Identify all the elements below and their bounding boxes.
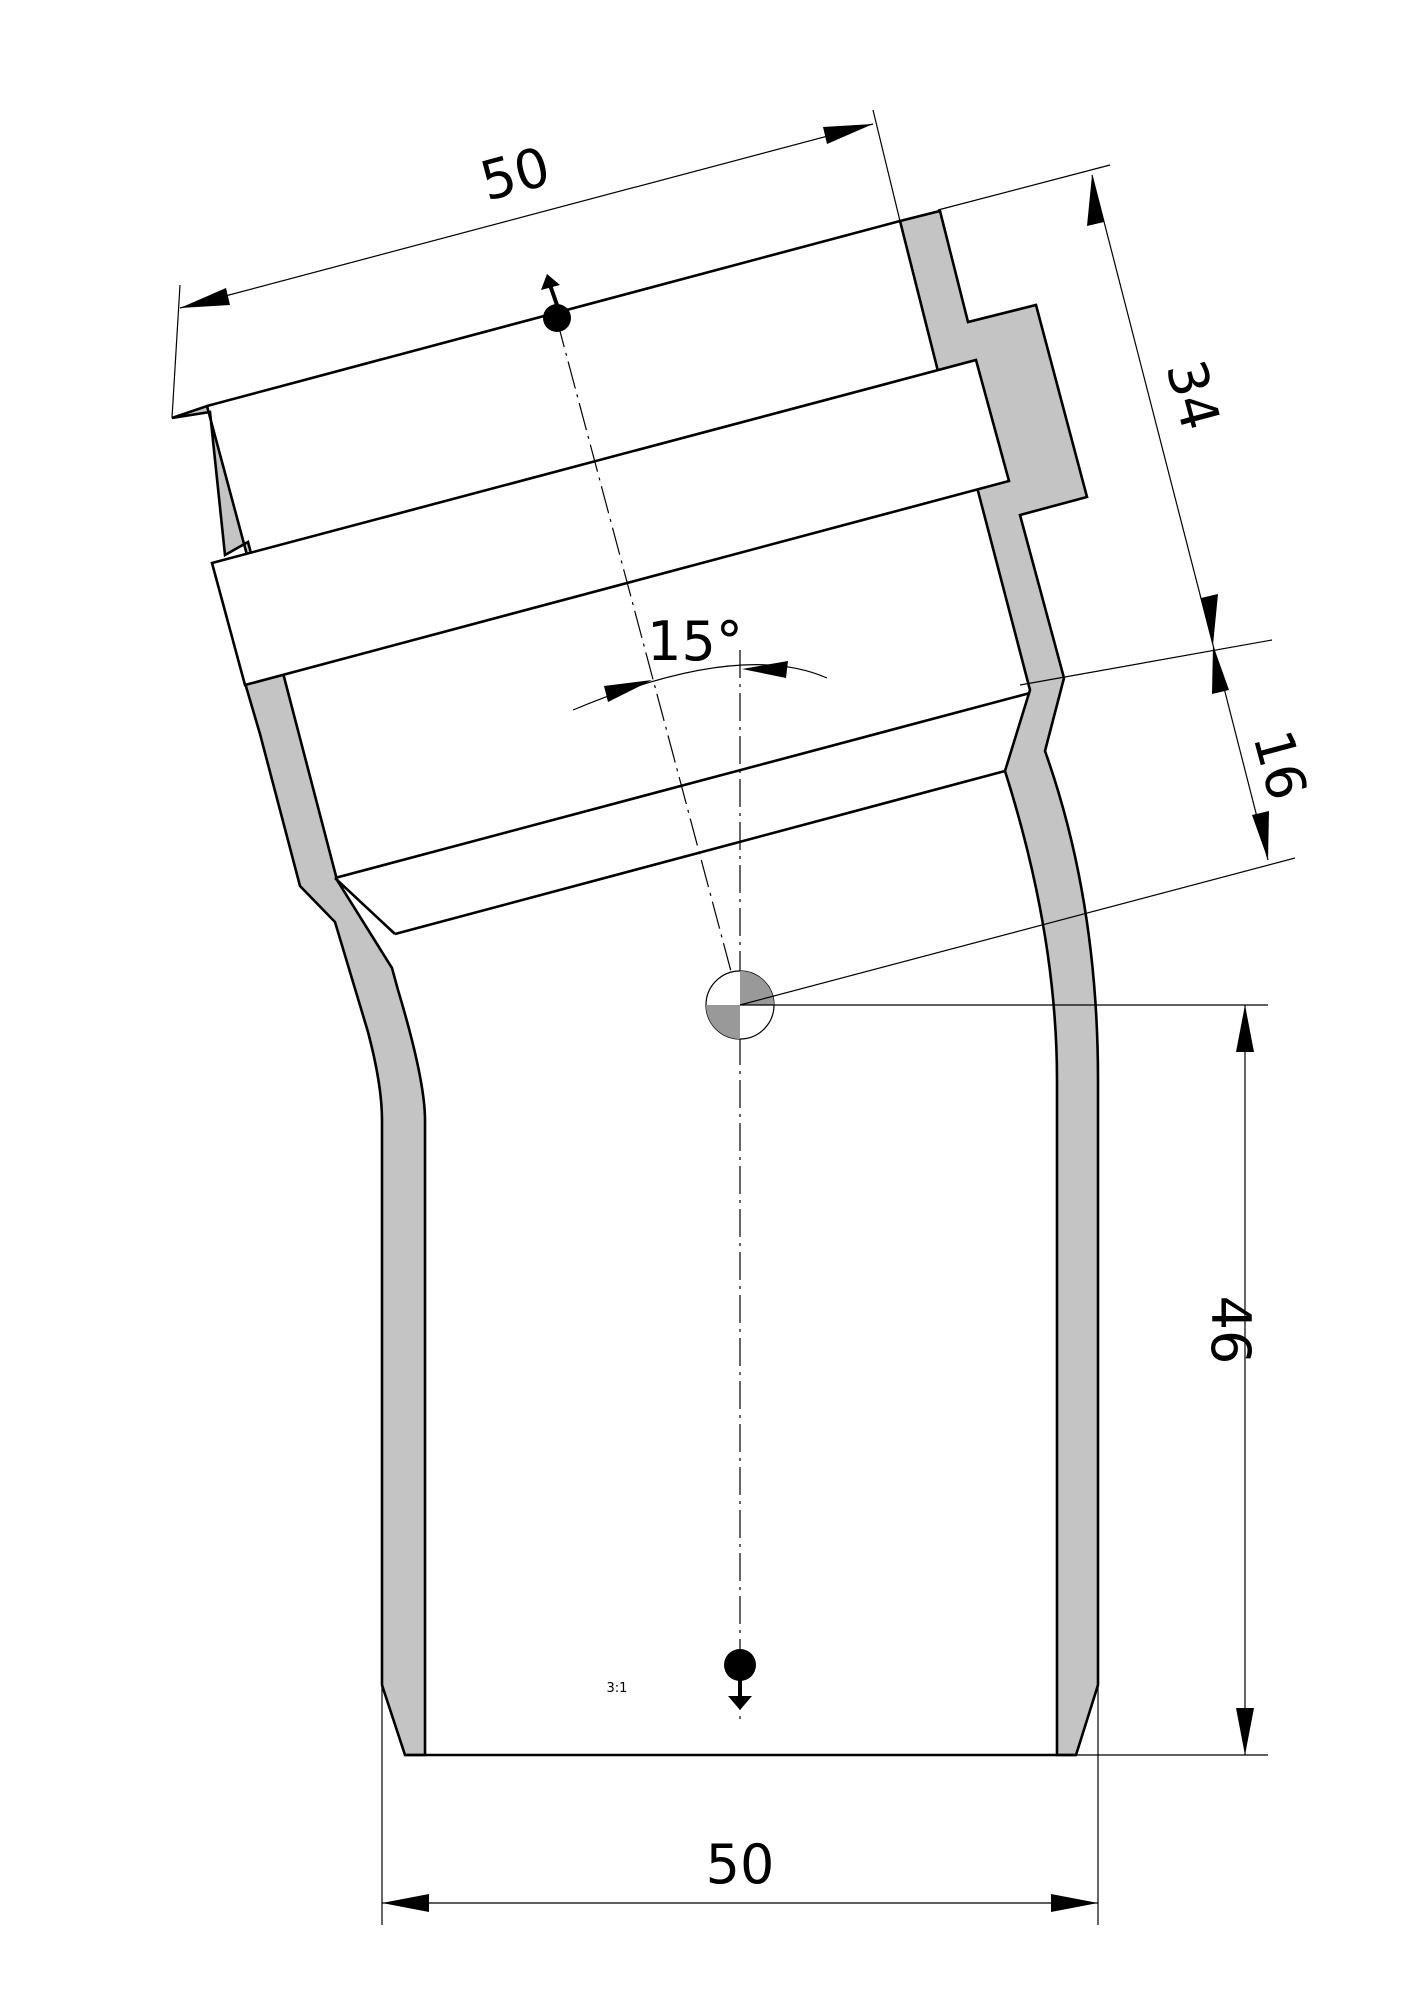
dim-bottom-width-label: 50 xyxy=(706,1833,775,1896)
dim-socket-depth-label: 34 xyxy=(1154,354,1233,437)
right-wall xyxy=(898,209,1100,1757)
dim-angle-label: 15° xyxy=(647,610,743,673)
dim-transition-length-label: 16 xyxy=(1241,724,1320,807)
bend-center-symbol xyxy=(705,970,775,1040)
dimension-straight-length xyxy=(740,1004,1268,1756)
dimension-angle xyxy=(572,661,828,711)
dimension-transition-length xyxy=(739,644,1296,1006)
seal-ring xyxy=(210,358,1011,687)
dimension-top-width xyxy=(171,109,901,419)
center-lines xyxy=(556,319,741,1720)
dimension-socket-depth xyxy=(937,164,1273,686)
flow-marker-bottom xyxy=(724,1649,756,1710)
flow-marker-top xyxy=(541,274,571,332)
dim-straight-length-label: 46 xyxy=(1199,1296,1262,1365)
dim-top-width-label: 50 xyxy=(474,135,557,214)
socket-seat-lines xyxy=(334,691,1031,936)
dimension-bottom-width xyxy=(381,1685,1099,1925)
scale-label: 3:1 xyxy=(607,1681,628,1696)
